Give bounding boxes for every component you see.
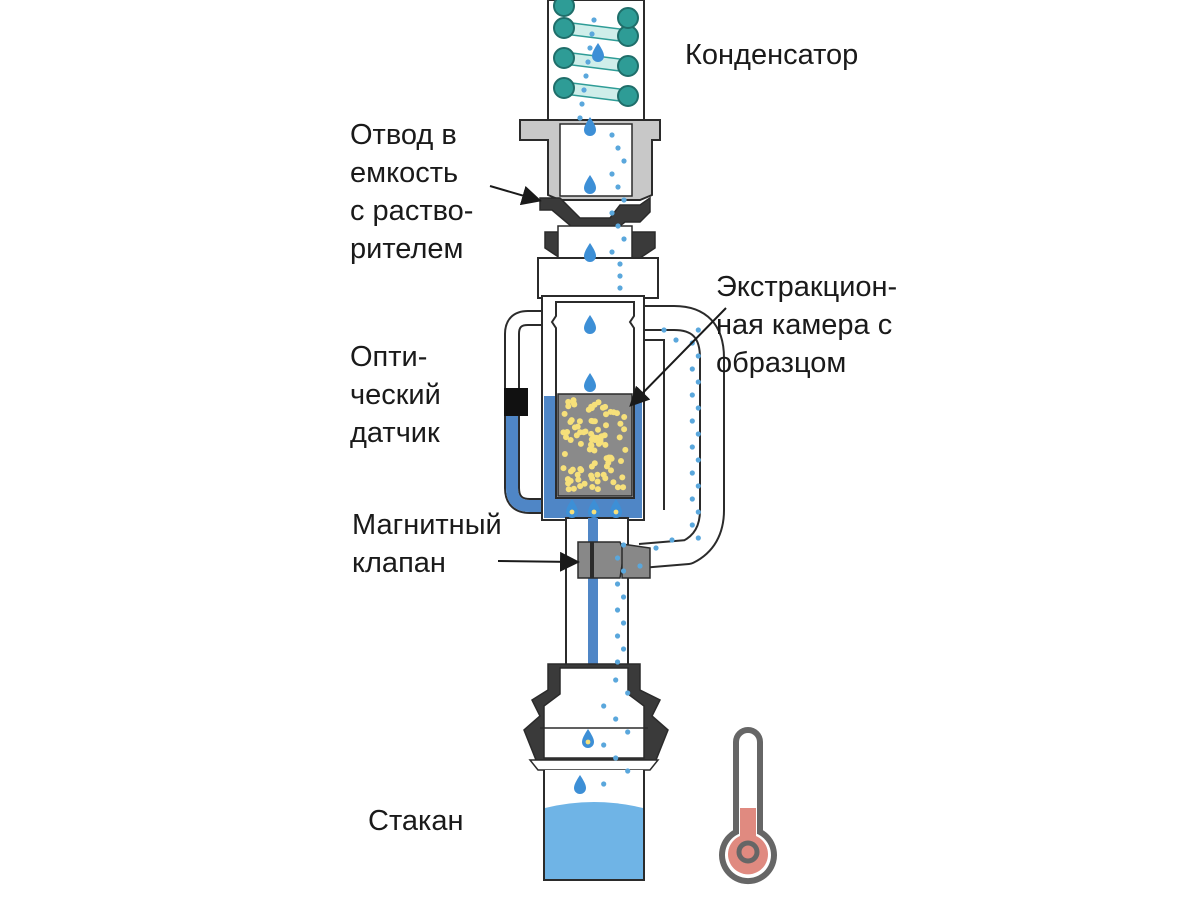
beaker xyxy=(543,770,645,881)
optical-sensor-icon xyxy=(504,388,528,416)
chamber-arrow xyxy=(629,307,727,407)
chamber-label: Экстракцион- ная камера с образцом xyxy=(716,271,898,379)
drain-connector xyxy=(539,196,656,261)
drain-arrow xyxy=(489,185,542,206)
valve-icon xyxy=(577,541,651,579)
sample xyxy=(557,393,633,497)
thermometer-icon xyxy=(719,727,777,884)
valve-label: Магнитный клапан xyxy=(352,509,502,579)
droplet-icon xyxy=(566,43,622,794)
condenser-label: Конденсатор xyxy=(685,39,859,71)
condenser-joint xyxy=(519,119,661,201)
vapor xyxy=(577,17,701,787)
coil-icon xyxy=(553,0,639,107)
beaker-joint xyxy=(523,663,669,771)
sensor-label: Опти- ческий датчик xyxy=(350,341,441,449)
beaker-label: Стакан xyxy=(368,805,464,837)
drain-label: Отвод в емкость с раство- рителем xyxy=(350,119,474,265)
valve-arrow xyxy=(497,551,580,572)
